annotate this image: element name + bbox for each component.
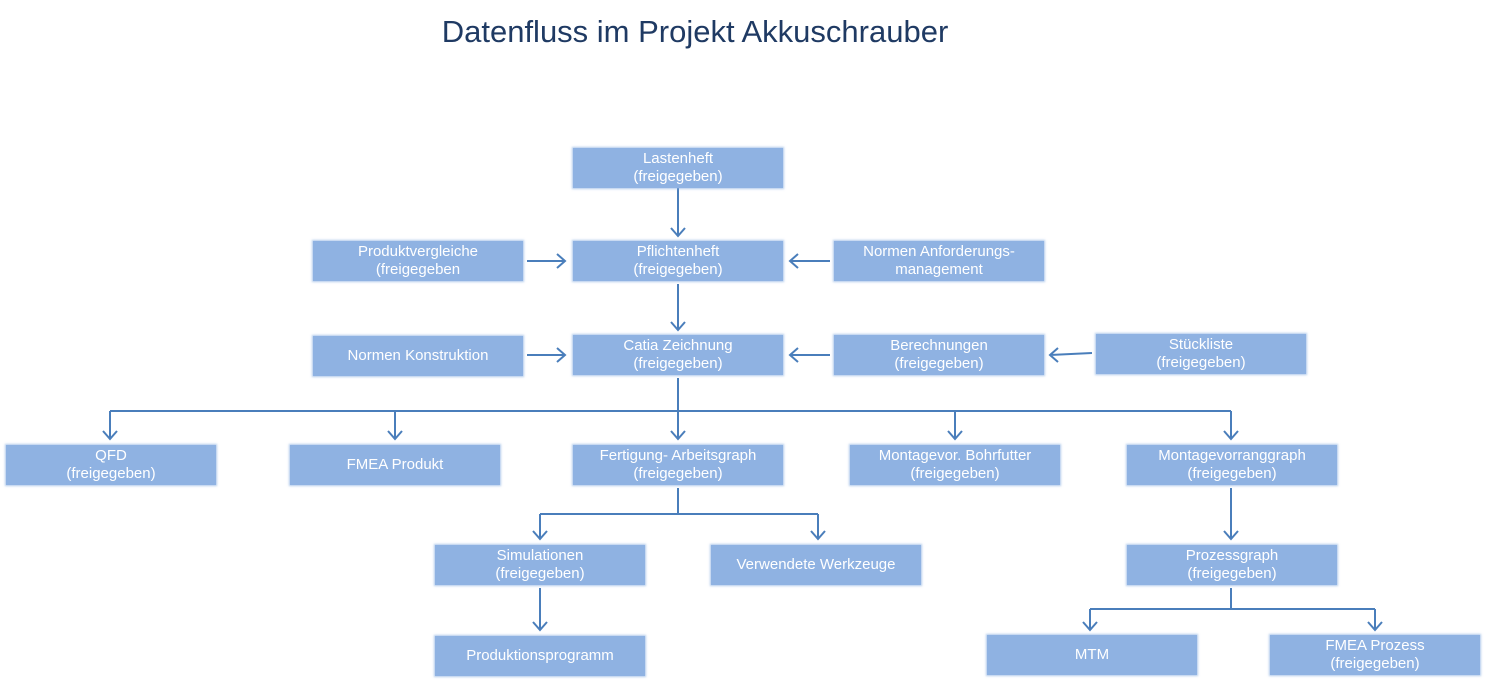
node-label: Prozessgraph [1185,547,1279,564]
node-fmea-produkt: FMEA Produkt [290,445,500,485]
node-label: Catia Zeichnung [623,337,733,354]
node-status: (freigegeben) [633,168,723,185]
arrow-to-montagevorranggraph [1223,411,1239,441]
node-qfd: QFD (freigegeben) [6,445,216,485]
node-label: Montagevorranggraph [1158,447,1306,464]
node-status: (freigegeben) [495,565,585,582]
node-catia-zeichnung: Catia Zeichnung (freigegeben) [573,335,783,375]
node-normen-konstruktion: Normen Konstruktion [313,336,523,376]
arrow-to-fmea-prozess [1367,609,1383,632]
node-status: (freigegeben [375,261,461,278]
node-montagevor-bohrfutter: Montagevor. Bohrfutter (freigegeben) [850,445,1060,485]
node-verwendete-werkzeuge: Verwendete Werkzeuge [711,545,921,585]
arrow-montagevorranggraph-prozessgraph [1223,488,1239,541]
node-label: Fertigung- Arbeitsgraph [599,447,757,464]
node-status: (freigegeben) [633,261,723,278]
node-simulationen: Simulationen (freigegeben) [435,545,645,585]
arrow-normen-konstruktion-catia [527,347,567,363]
node-label: Pflichtenheft [636,243,720,260]
node-label: Produktionsprogramm [466,647,614,664]
node-status: (freigegeben) [1187,465,1277,482]
arrow-to-mtm [1082,609,1098,632]
arrow-to-montagevor [947,411,963,441]
node-label: Normen Konstruktion [347,347,489,364]
node-label: FMEA Prozess [1325,637,1425,654]
arrow-normen-anforderungen-pflichtenheft [788,253,830,269]
node-produktvergleiche: Produktvergleiche (freigegeben [313,241,523,281]
node-lastenheft: Lastenheft (freigegeben) [573,148,783,188]
node-label: Lastenheft [642,150,714,167]
node-berechnungen: Berechnungen (freigegeben) [834,335,1044,375]
node-status: (freigegeben) [1330,655,1420,672]
arrow-pflichtenheft-catia [670,284,686,332]
line-prozessgraph-distribution [1090,588,1375,610]
node-produktionsprogramm: Produktionsprogramm [435,636,645,676]
line-fertigung-distribution [540,488,818,515]
arrow-to-fmea-produkt [387,411,403,441]
node-label: MTM [1074,646,1110,663]
node-label: Stückliste [1168,336,1234,353]
page-title: Datenfluss im Projekt Akkuschrauber [441,14,949,49]
arrow-to-qfd [102,411,118,441]
node-status: (freigegeben) [1187,565,1277,582]
node-status: (freigegeben) [633,465,723,482]
node-label: Produktvergleiche [357,243,479,260]
node-label: Verwendete Werkzeuge [736,556,896,573]
node-status: (freigegeben) [894,355,984,372]
arrow-stueckliste-berechnungen [1048,347,1093,363]
node-status: (freigegeben) [910,465,1000,482]
node-label: QFD [95,447,127,464]
node-label-2: management [895,261,983,278]
arrow-to-simulationen [532,514,548,541]
node-montagevorranggraph: Montagevorranggraph (freigegeben) [1127,445,1337,485]
node-prozessgraph: Prozessgraph (freigegeben) [1127,545,1337,585]
node-label: Montagevor. Bohrfutter [878,447,1032,464]
node-pflichtenheft: Pflichtenheft (freigegeben) [573,241,783,281]
node-fmea-prozess: FMEA Prozess (freigegeben) [1270,635,1480,675]
node-stueckliste: Stückliste (freigegeben) [1096,334,1306,374]
node-label: Simulationen [496,547,584,564]
arrow-to-fertigung [670,411,686,441]
arrow-produktvergleiche-pflichtenheft [527,253,567,269]
node-label: FMEA Produkt [346,456,444,473]
node-mtm: MTM [987,635,1197,675]
node-fertigung-arbeitsgraph: Fertigung- Arbeitsgraph (freigegeben) [573,445,783,485]
node-status: (freigegeben) [66,465,156,482]
arrow-berechnungen-catia [788,347,830,363]
arrow-lastenheft-pflichtenheft [670,188,686,238]
node-normen-anforderungen: Normen Anforderungs- management [834,241,1044,281]
line-catia-distribution [110,378,1231,412]
node-label: Normen Anforderungs- [863,243,1015,260]
node-status: (freigegeben) [633,355,723,372]
arrow-simulationen-produktionsprogramm [532,588,548,632]
arrow-to-werkzeuge [810,514,826,541]
node-status: (freigegeben) [1156,354,1246,371]
node-label: Berechnungen [890,337,988,354]
